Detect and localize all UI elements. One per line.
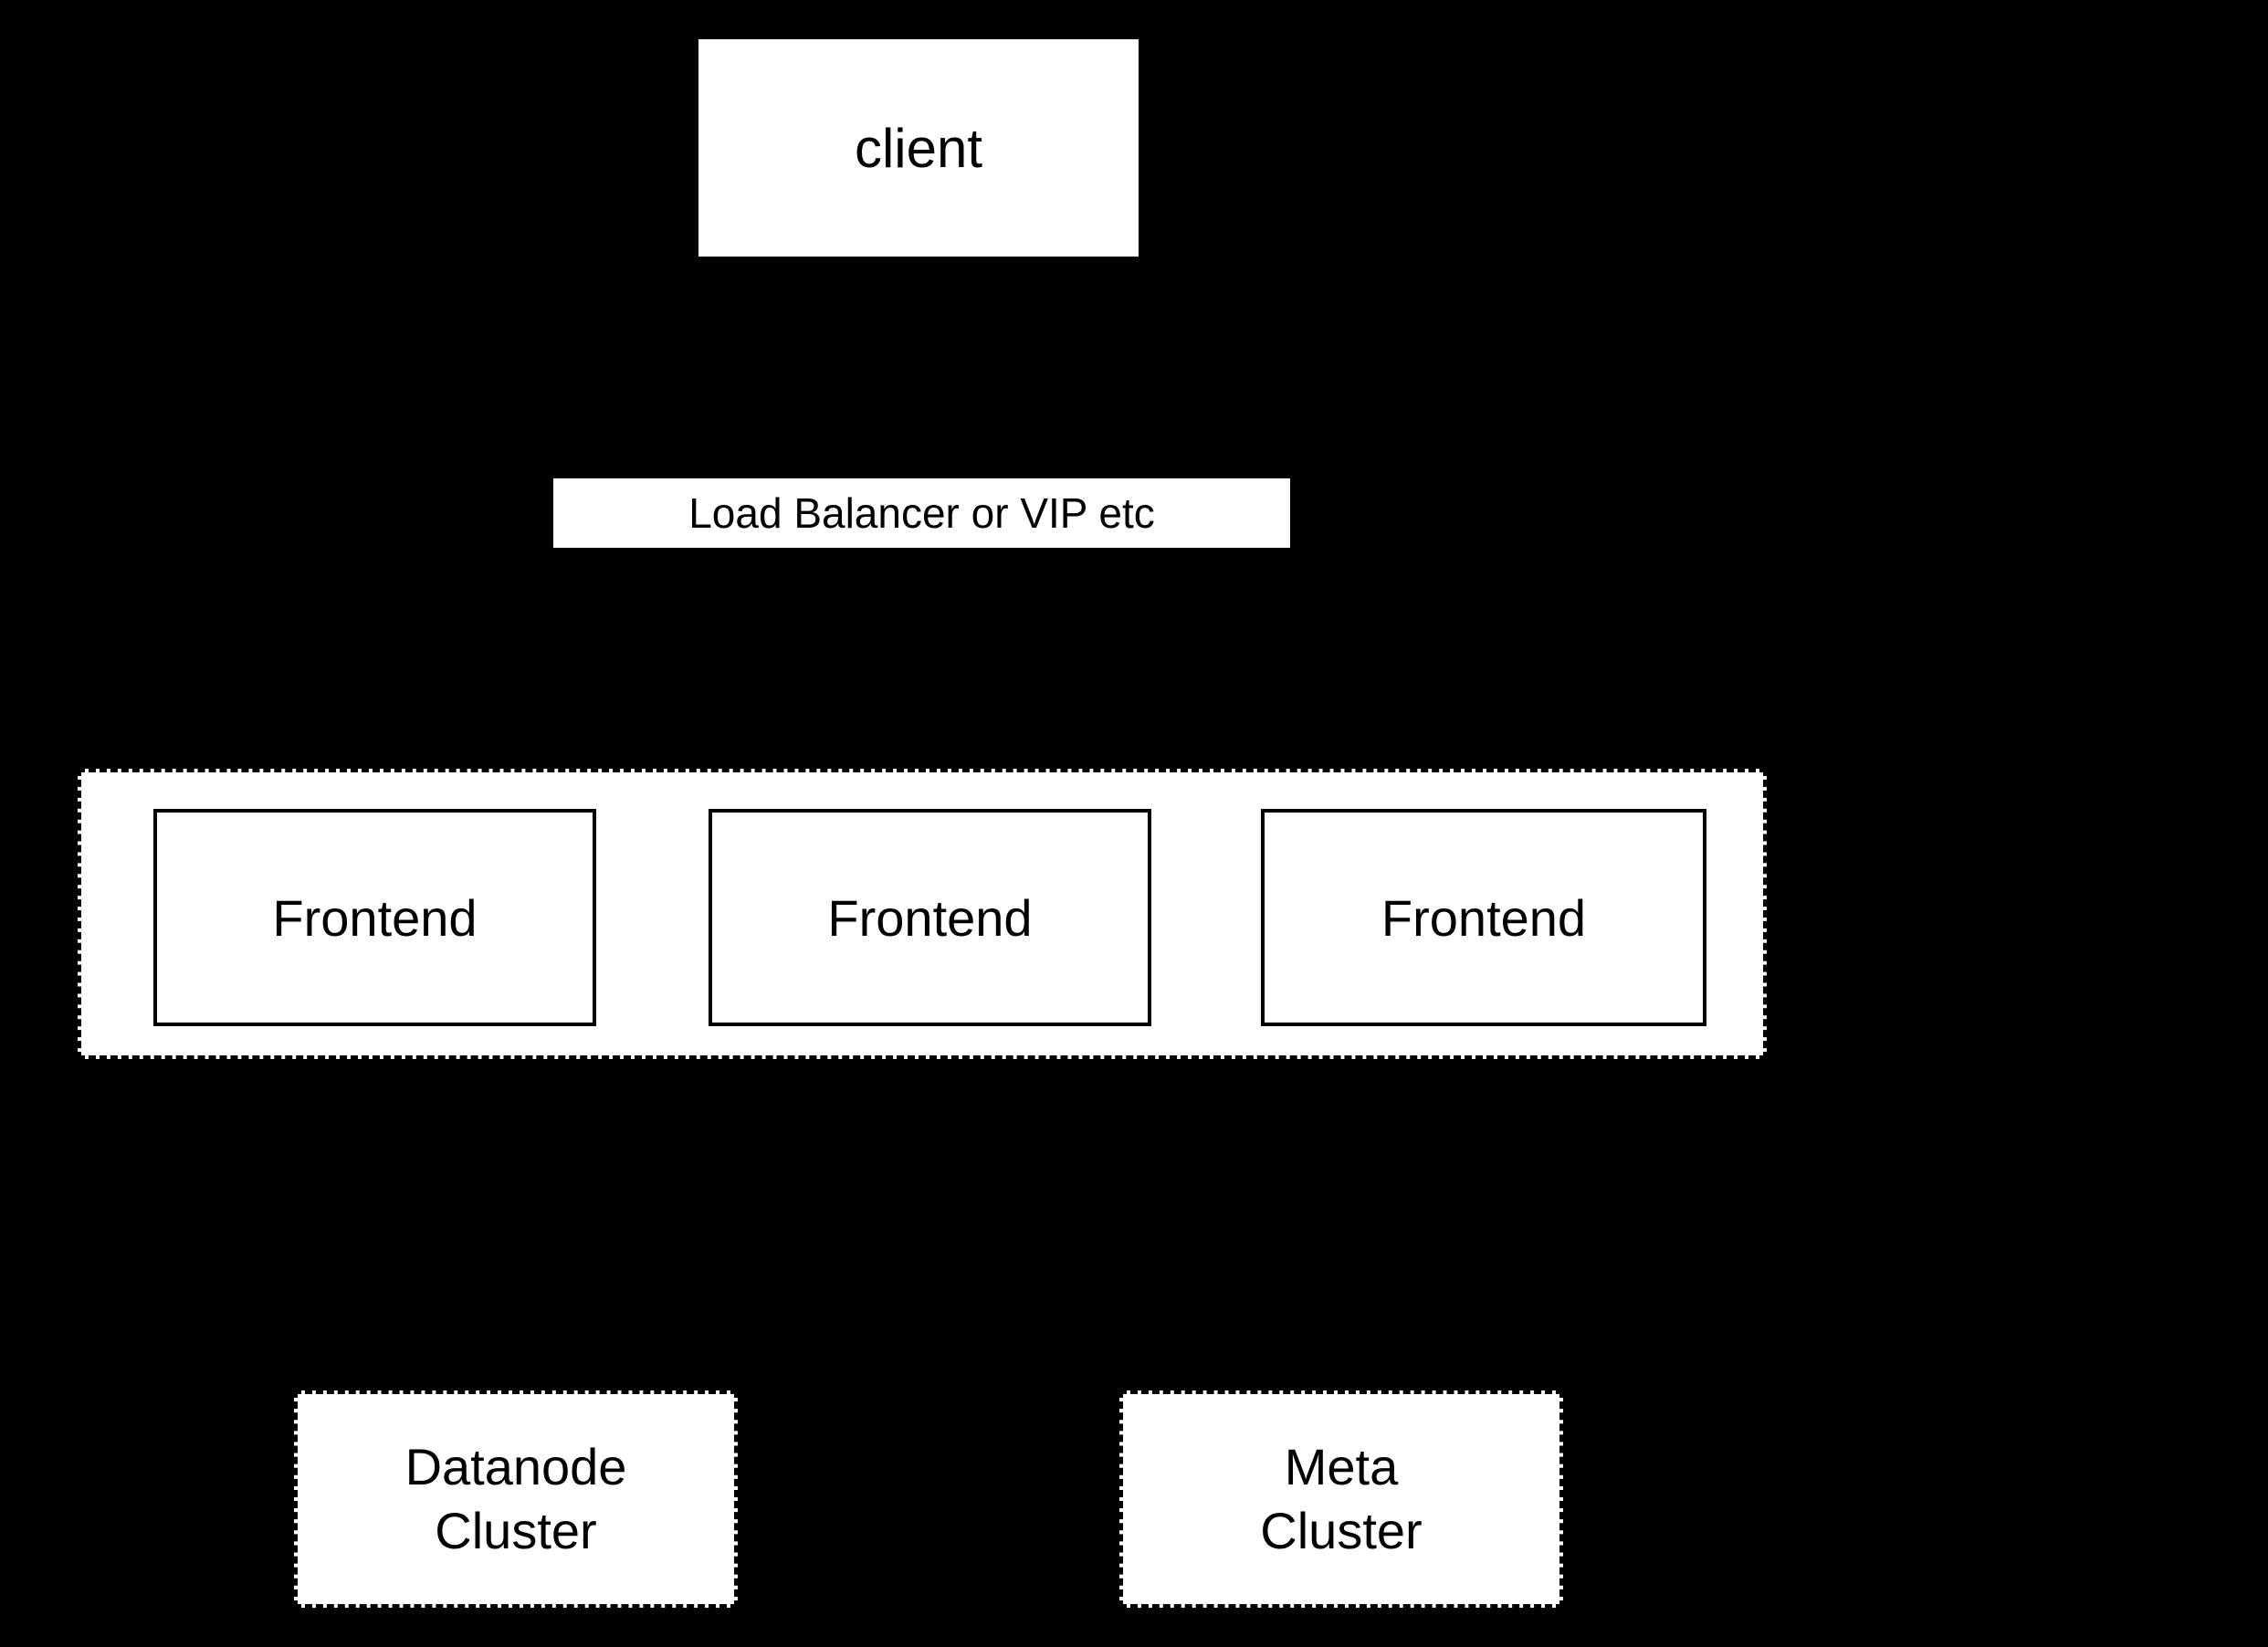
datanode-cluster-label-line1: Datanode	[404, 1438, 627, 1495]
frontend-box-3: Frontend	[1261, 809, 1706, 1026]
client-box: client	[698, 39, 1139, 257]
load-balancer-label: Load Balancer or VIP etc	[688, 489, 1155, 537]
load-balancer-box: Load Balancer or VIP etc	[553, 478, 1290, 548]
meta-cluster-label-line1: Meta	[1284, 1438, 1399, 1495]
datanode-cluster-box: Datanode Cluster	[294, 1390, 738, 1608]
frontend-group-box: Frontend Frontend Frontend	[78, 769, 1767, 1059]
frontend-label: Frontend	[272, 888, 478, 947]
meta-cluster-box: Meta Cluster	[1119, 1390, 1563, 1608]
meta-cluster-label-line2: Cluster	[1260, 1502, 1423, 1559]
frontend-box-2: Frontend	[709, 809, 1151, 1026]
frontend-label: Frontend	[827, 888, 1033, 947]
frontend-label: Frontend	[1381, 888, 1587, 947]
datanode-cluster-label-line2: Cluster	[435, 1502, 597, 1559]
client-label: client	[854, 117, 983, 179]
frontend-box-1: Frontend	[153, 809, 596, 1026]
